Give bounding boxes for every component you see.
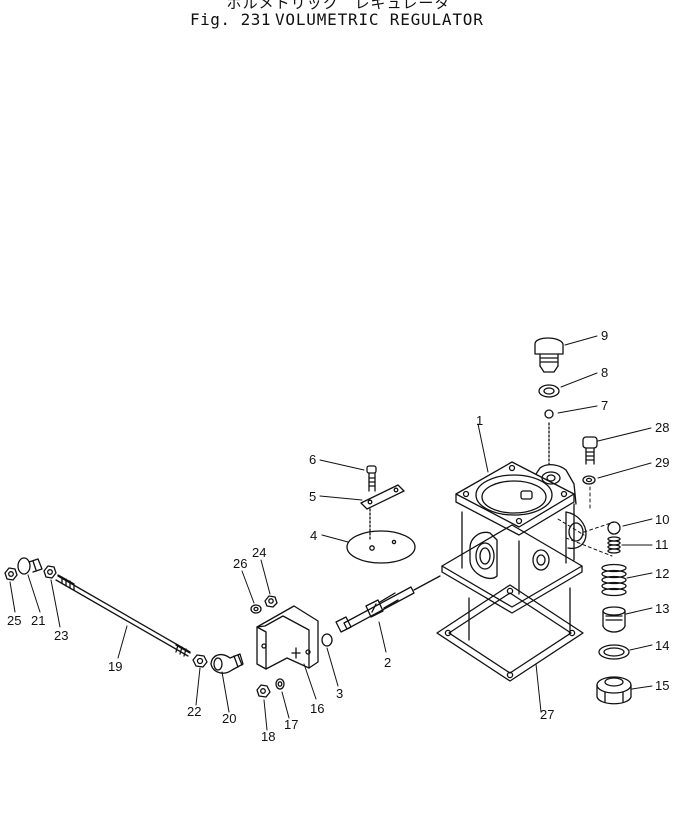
washer-part-26	[250, 604, 262, 614]
callout-3: 3	[336, 686, 344, 701]
spring-part-12	[601, 563, 627, 597]
ball-part-7	[544, 409, 554, 419]
callout-22: 22	[187, 704, 202, 719]
japanese-title: ボルメトリック レギュレータ	[226, 0, 451, 12]
spring-part-11	[607, 536, 621, 554]
callout-10: 10	[655, 512, 670, 527]
alignment-lines	[557, 486, 615, 557]
screw-part-6	[366, 465, 377, 492]
callout-5: 5	[309, 489, 317, 504]
nut-part-23	[43, 565, 57, 579]
ball-joint-part-21	[17, 557, 43, 575]
callout-11: 11	[655, 537, 669, 552]
callout-16: 16	[310, 701, 325, 716]
valve-seat-part-13	[602, 606, 626, 633]
callout-17: 17	[284, 717, 299, 732]
cap-nut-part-15	[596, 676, 632, 705]
gasket-part-27	[436, 584, 584, 682]
diagram-title: VOLUMETRIC REGULATOR	[275, 10, 484, 29]
callout-29: 29	[655, 455, 670, 470]
callout-24: 24	[252, 545, 267, 560]
callout-6: 6	[309, 452, 317, 467]
rod-part-19	[55, 574, 191, 657]
leader-lines	[9, 335, 653, 731]
callout-27: 27	[540, 707, 555, 722]
seal-ring-part-14	[598, 644, 630, 660]
callout-15: 15	[655, 678, 670, 693]
regulator-body-part-1	[441, 461, 587, 641]
callout-8: 8	[601, 365, 609, 380]
callout-20: 20	[222, 711, 237, 726]
callout-25: 25	[7, 613, 22, 628]
callout-9: 9	[601, 328, 609, 343]
callout-13: 13	[655, 601, 670, 616]
nut-part-22	[192, 654, 208, 668]
callout-19: 19	[108, 659, 123, 674]
callout-28: 28	[655, 420, 670, 435]
callout-12: 12	[655, 566, 670, 581]
plug-part-9	[534, 337, 564, 373]
washer-part-29	[582, 475, 596, 485]
callout-21: 21	[31, 613, 46, 628]
figure-number: Fig. 231	[190, 10, 272, 29]
callout-18: 18	[261, 729, 276, 744]
bracket-part-16	[256, 605, 319, 670]
callout-1: 1	[476, 413, 484, 428]
o-ring-part-3	[321, 633, 333, 647]
callout-14: 14	[655, 638, 670, 653]
callout-4: 4	[310, 528, 318, 543]
callout-23: 23	[54, 628, 69, 643]
diaphragm-plate-part-4	[346, 530, 416, 564]
callout-2: 2	[384, 655, 392, 670]
link-plate-part-5	[360, 484, 405, 541]
nut-part-18	[256, 684, 271, 698]
washer-part-8	[538, 384, 560, 398]
elbow-joint-part-20	[210, 653, 244, 674]
callout-7: 7	[601, 398, 609, 413]
shaft-part-2	[335, 575, 441, 633]
callout-26: 26	[233, 556, 248, 571]
nut-part-24	[264, 595, 278, 608]
nut-part-25	[4, 567, 18, 581]
washer-part-17	[275, 678, 285, 690]
bolt-part-28	[582, 436, 598, 465]
